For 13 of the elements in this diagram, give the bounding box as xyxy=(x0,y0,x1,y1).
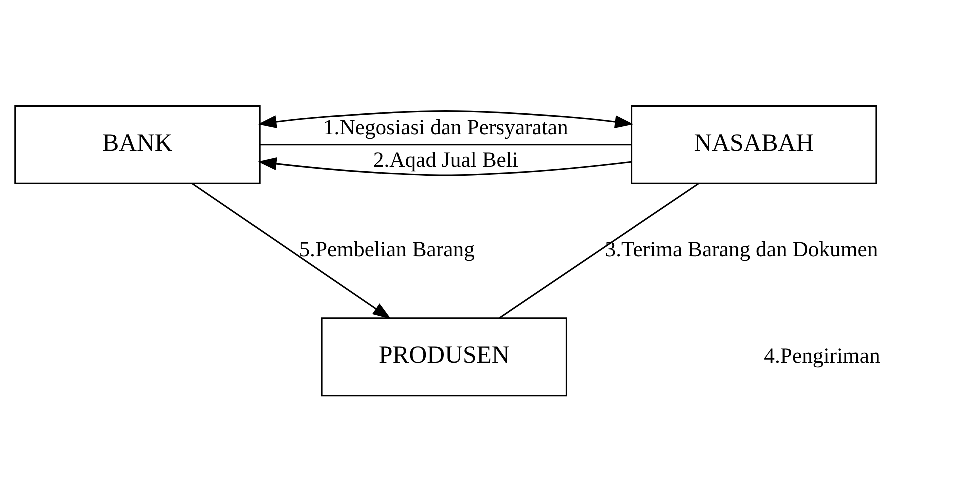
arrow xyxy=(192,182,392,319)
node-box: NASABAH xyxy=(631,104,878,184)
edge-label: 1.Negosiasi dan Persyaratan xyxy=(323,114,568,139)
label: 4.Pengiriman xyxy=(764,343,880,368)
arrow xyxy=(258,157,632,176)
edge-label: 3.Terima Barang dan Dokumen xyxy=(605,237,878,262)
edge-label: 2.Aqad Jual Beli xyxy=(373,147,518,172)
connector xyxy=(499,182,700,318)
edge-label: 5.Pembelian Barang xyxy=(299,237,475,262)
node-box: PRODUSEN xyxy=(321,317,568,396)
node-box: BANK xyxy=(14,104,261,184)
arrow xyxy=(258,110,634,128)
connector xyxy=(260,144,632,146)
